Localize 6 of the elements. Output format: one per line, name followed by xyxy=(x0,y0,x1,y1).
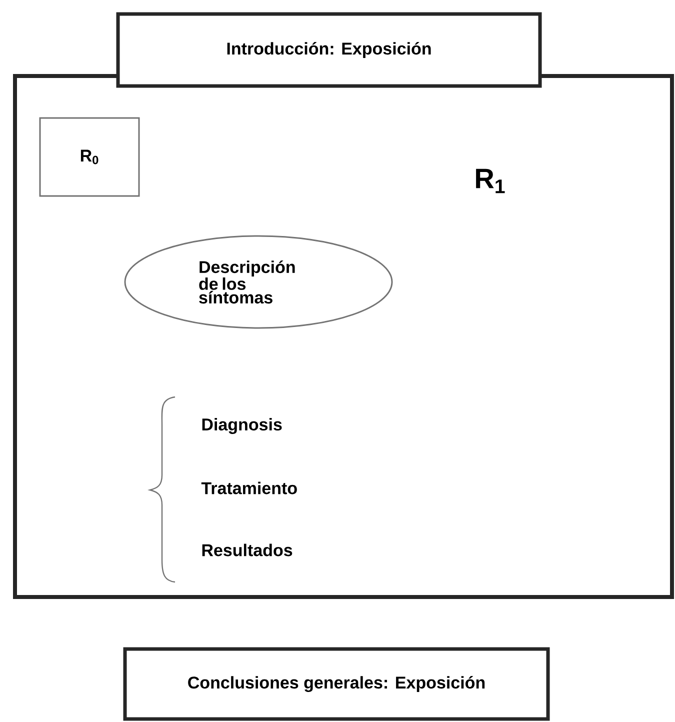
list-item: Resultados xyxy=(202,544,292,556)
list-item: Tratamiento xyxy=(201,482,297,494)
title-box: Conclusiones generales: Exposición xyxy=(123,647,550,721)
list-item: Diagnosis xyxy=(202,418,282,434)
title-box: Introducción: Exposición xyxy=(116,12,542,88)
label-box: R$_{0}$ xyxy=(39,117,140,197)
